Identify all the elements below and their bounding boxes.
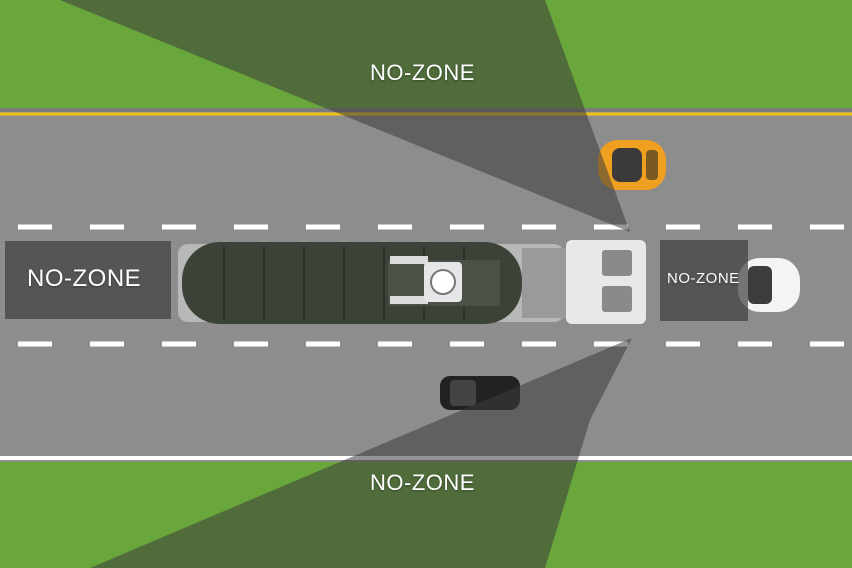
no-zone-bottom-label: NO-ZONE: [370, 470, 475, 495]
no-zone-rear-label: NO-ZONE: [27, 265, 142, 292]
no-zone-front: [660, 240, 748, 321]
no-zone-front-label: NO-ZONE: [667, 270, 740, 287]
no-zone-bottom: [90, 338, 632, 568]
white-car: [738, 258, 800, 312]
no-zone-top-label: NO-ZONE: [370, 60, 475, 85]
tanker-truck: [178, 240, 646, 324]
no-zone-rear: [5, 241, 171, 319]
no-zone-top: [60, 0, 630, 232]
orange-car: [598, 140, 666, 190]
